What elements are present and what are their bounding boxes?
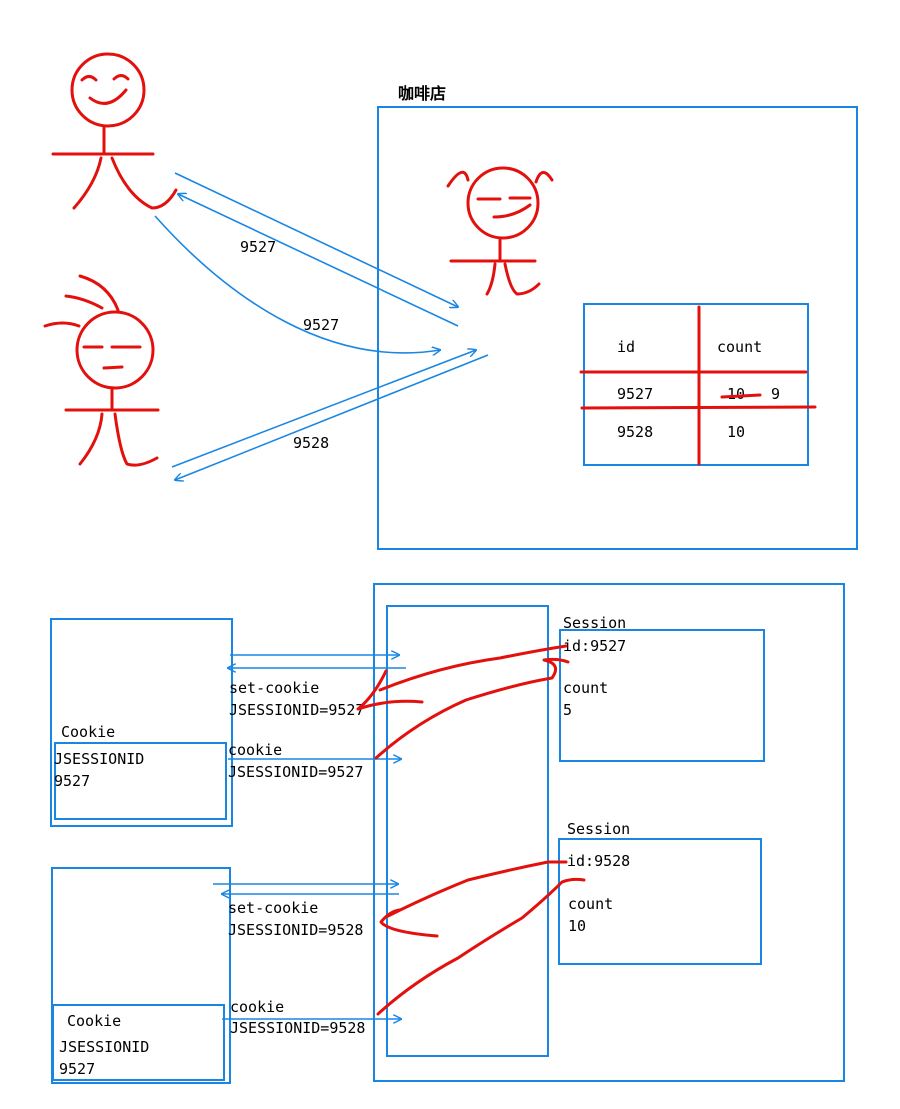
arrow-label-3: 9528 — [293, 434, 329, 452]
table-cell-id: 9527 — [617, 385, 653, 403]
set-cookie-value-1: JSESSIONID=9527 — [229, 701, 364, 719]
arrow-request-9528 — [171, 350, 476, 468]
cookie-value-2: JSESSIONID=9528 — [230, 1019, 365, 1037]
set-cookie-label-1: set-cookie — [229, 679, 319, 697]
session-id-1: id:9527 — [563, 637, 626, 655]
cookie-title-1: Cookie — [61, 723, 115, 741]
cookie-line-2b: 9527 — [59, 1060, 95, 1078]
barista-figure — [446, 166, 554, 296]
session-title-2: Session — [567, 820, 630, 838]
cookie-title-2: Cookie — [67, 1012, 121, 1030]
session-count-label-1: count — [563, 679, 608, 697]
table-cell-count-old: 10 — [727, 385, 745, 403]
arrow-response-9528 — [175, 354, 489, 480]
session-count-label-2: count — [568, 895, 613, 913]
table-cell-count: 10 — [727, 423, 745, 441]
server-handler-frame — [386, 605, 549, 1057]
coffee-shop-frame — [377, 106, 858, 550]
session-title-1: Session — [563, 614, 626, 632]
cookie-label-2: cookie — [230, 998, 284, 1016]
count-table: id count 9527 10 9 9528 10 — [579, 303, 817, 466]
arrow-label-1: 9527 — [240, 238, 276, 256]
session-id-2: id:9528 — [567, 852, 630, 870]
set-cookie-value-2: JSESSIONID=9528 — [228, 921, 363, 939]
browser-frame-2 — [51, 867, 231, 1084]
cookie-box-2 — [52, 1004, 225, 1081]
top-request-arrows — [154, 172, 489, 480]
cookie-line-1a: JSESSIONID — [54, 750, 144, 768]
cookie-line-2a: JSESSIONID — [59, 1038, 149, 1056]
arrow-request-9527 — [174, 172, 458, 307]
strikethrough-mark — [720, 393, 762, 399]
browser-frame-1 — [50, 618, 233, 827]
session-count-1: 5 — [563, 701, 572, 719]
session-count-2: 10 — [568, 917, 586, 935]
session-box-2 — [558, 838, 762, 965]
table-header-count: count — [717, 338, 762, 356]
arrow-curved-9527 — [154, 215, 440, 353]
session-link-strokes — [356, 644, 586, 1016]
arrow-label-2: 9527 — [303, 316, 339, 334]
cookie-box-1 — [54, 742, 227, 820]
cookie-line-1b: 9527 — [54, 772, 90, 790]
customer-woman-figure — [43, 274, 160, 467]
arrow-response-9527 — [178, 194, 459, 327]
session-box-1 — [559, 629, 765, 762]
table-header-id: id — [617, 338, 635, 356]
coffee-shop-title: 咖啡店 — [398, 84, 446, 103]
table-cell-id: 9528 — [617, 423, 653, 441]
set-cookie-label-2: set-cookie — [228, 899, 318, 917]
cookie-value-1: JSESSIONID=9527 — [228, 763, 363, 781]
cookie-label-1: cookie — [228, 741, 282, 759]
customer-man-figure — [51, 52, 178, 210]
server-frame — [373, 583, 845, 1082]
count-table-frame — [583, 303, 809, 466]
table-cell-count-new: 9 — [771, 385, 780, 403]
